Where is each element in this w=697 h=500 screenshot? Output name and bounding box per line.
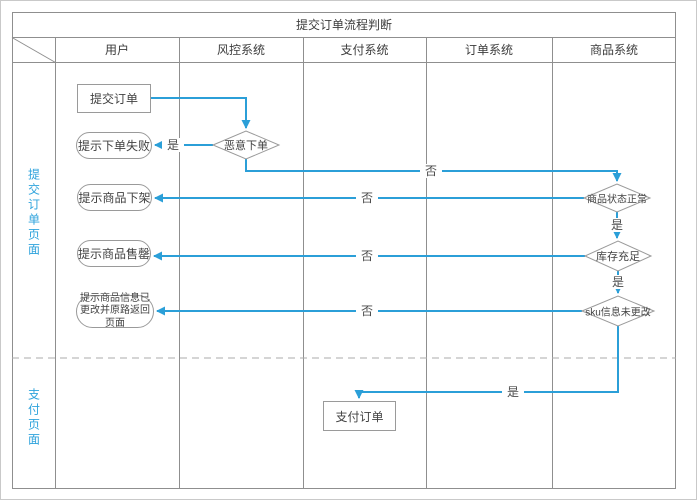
node-submit-order: 提交订单: [77, 84, 151, 113]
status-check-diamond: [582, 183, 652, 213]
diagram-title: 提交订单流程判断: [295, 18, 392, 32]
lane-header-risk-system: 风控系统: [216, 43, 265, 57]
stock-check-label: 库存充足: [596, 251, 640, 263]
edge-label-sku-yes: 是: [501, 385, 525, 399]
node-product-changed: 提示商品信息已更改并原路返回页面: [76, 293, 154, 329]
node-product-delisted: 提示商品下架: [77, 184, 152, 211]
edge-submit-to-malicious: [151, 97, 251, 129]
edge-label-malicious-no: 否: [419, 164, 443, 178]
malicious-check-label: 恶意下单: [224, 140, 268, 152]
edge-label-malicious-yes: 是: [161, 138, 185, 152]
node-pay-order: 支付订单: [323, 401, 396, 431]
edge-label-status-yes: 是: [605, 218, 629, 232]
edge-label-stock-no: 否: [355, 249, 379, 263]
edge-label-status-no: 否: [355, 191, 379, 205]
sku-check-label: sku信息未更改: [585, 307, 651, 319]
corner-diagonal: [11, 37, 56, 63]
swimlane-grid: [11, 12, 676, 489]
lane-header-product-system: 商品系统: [589, 43, 638, 57]
edge-sku-yes-to-pay: [354, 326, 619, 399]
table-outer-border: [12, 12, 676, 489]
edge-label-sku-no: 否: [355, 304, 379, 318]
node-order-fail: 提示下单失败: [76, 132, 152, 159]
malicious-check-diamond: [211, 130, 281, 160]
node-product-soldout: 提示商品售罄: [77, 240, 151, 267]
page-label-pay: 支付页面: [26, 388, 41, 448]
stock-check-diamond: [583, 240, 653, 272]
lane-header-order-system: 订单系统: [464, 43, 513, 57]
status-check-label: 商品状态正常: [587, 194, 647, 206]
sku-check-diamond: [580, 295, 656, 327]
lane-header-user: 用户: [104, 43, 129, 57]
decision-diamonds: [211, 130, 656, 327]
lane-header-payment-system: 支付系统: [340, 43, 389, 57]
edge-label-stock-yes: 是: [606, 275, 630, 289]
page-label-submit-order: 提交订单页面: [26, 168, 41, 258]
